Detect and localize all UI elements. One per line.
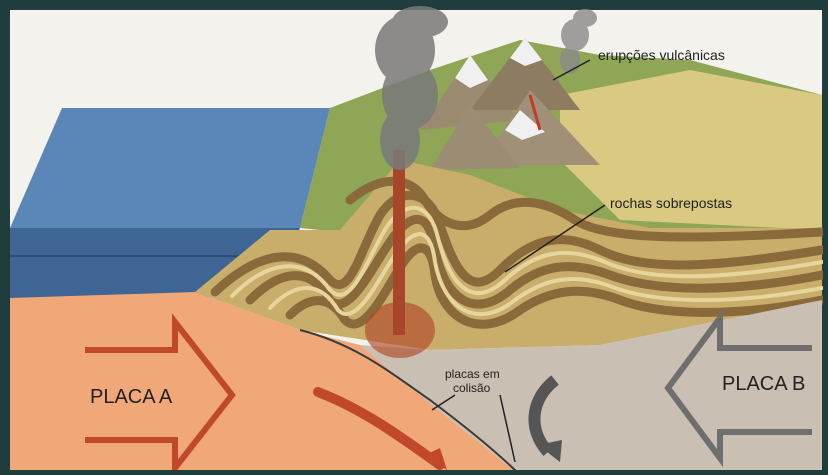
label-collision-2: colisão	[453, 381, 491, 395]
label-rocks: rochas sobrepostas	[610, 195, 732, 211]
label-plate-a: PLACA A	[90, 386, 173, 408]
label-eruptions: erupções vulcânicas	[598, 47, 725, 63]
label-plate-b: PLACA B	[722, 373, 805, 395]
magma-conduit	[393, 150, 405, 335]
ocean-surface	[10, 108, 330, 228]
label-collision-1: placas em	[445, 367, 500, 381]
